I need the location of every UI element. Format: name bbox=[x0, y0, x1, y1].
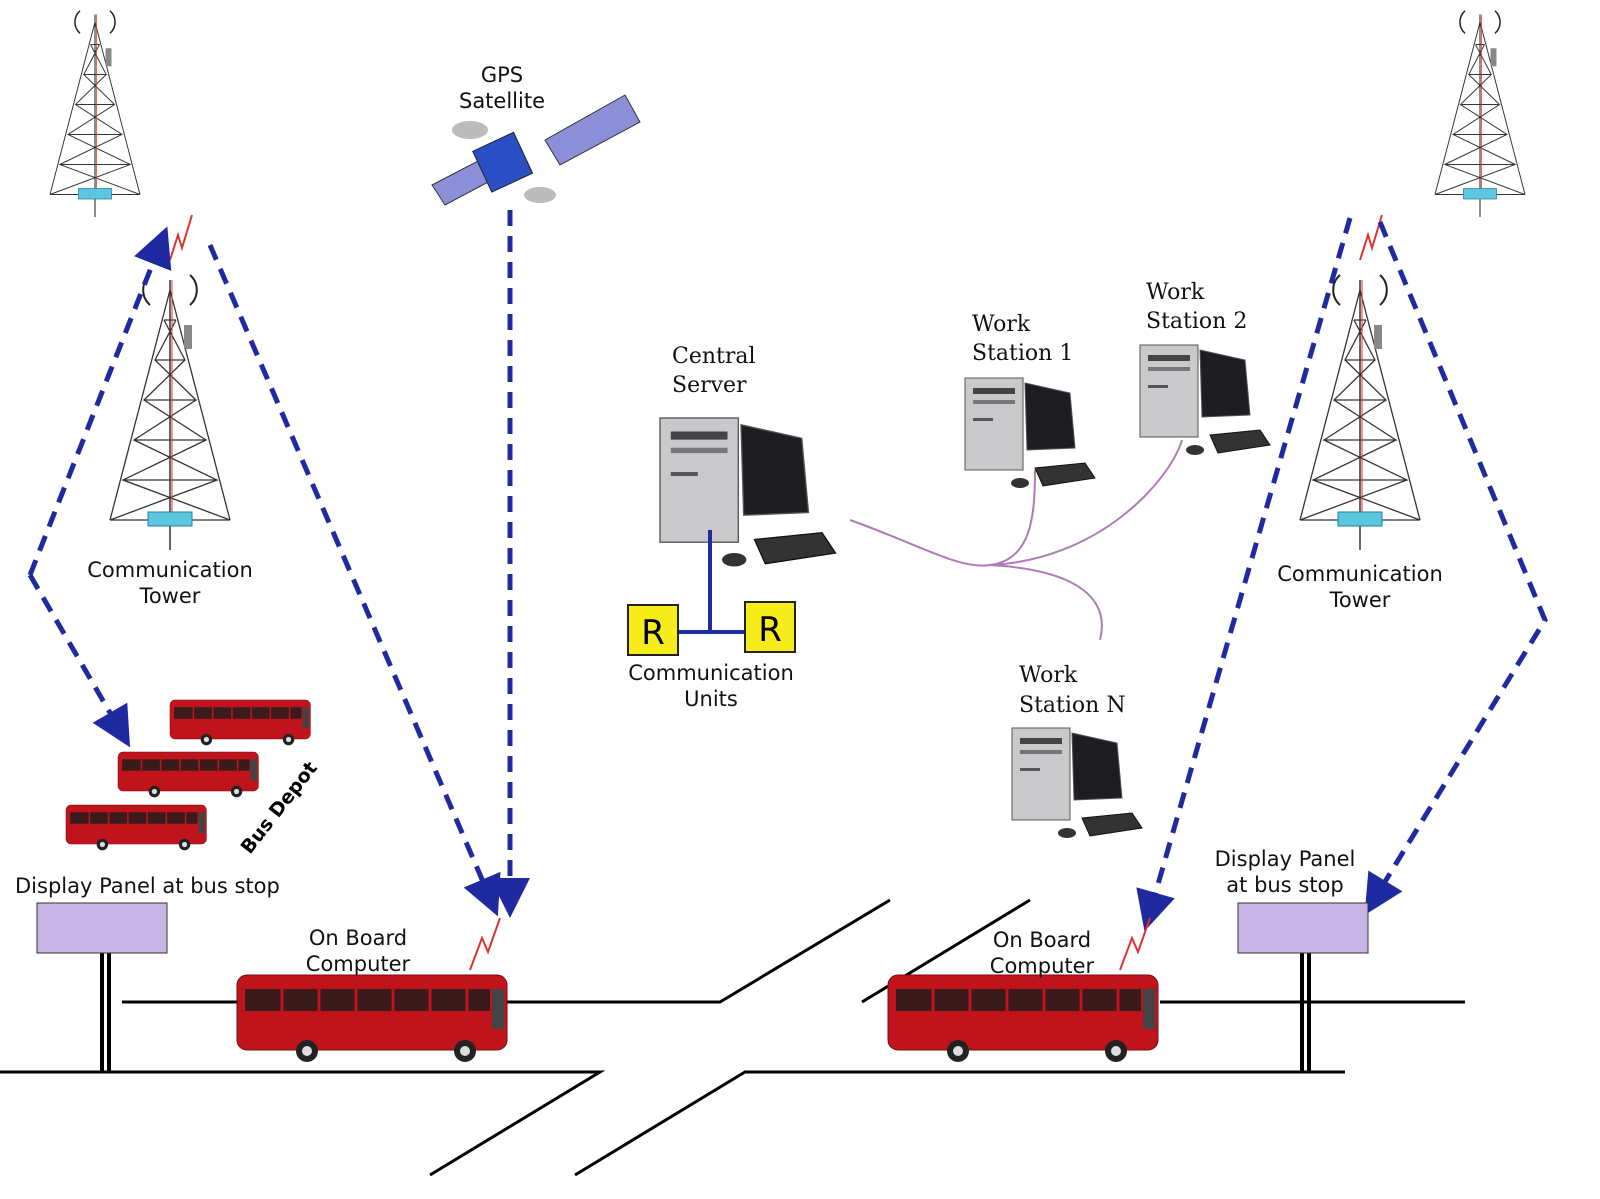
tower-right-label-1: Communication bbox=[1277, 562, 1443, 586]
server-label-2: Server bbox=[672, 373, 747, 398]
bus-right-icon bbox=[886, 973, 1160, 1064]
wsn-label-1: Work bbox=[1019, 663, 1078, 688]
ws1-label-2: Station 1 bbox=[972, 341, 1073, 366]
ws2-label-2: Station 2 bbox=[1146, 309, 1247, 334]
display-right-label-1: Display Panel bbox=[1215, 847, 1356, 871]
tower-left-label-2: Tower bbox=[139, 584, 201, 608]
display-panel-right bbox=[1237, 902, 1369, 1073]
comm-units-label-1: Communication bbox=[628, 661, 794, 685]
tower-left-label-1: Communication bbox=[87, 558, 253, 582]
tower-right-label-2: Tower bbox=[1329, 588, 1391, 612]
display-left-label: Display Panel at bus stop bbox=[15, 874, 280, 898]
onboard-left-label-1: On Board bbox=[309, 926, 407, 950]
display-panel-left bbox=[36, 902, 168, 1073]
server-label-1: Central bbox=[672, 344, 756, 369]
wireless-links bbox=[27, 210, 1548, 932]
bus-left-icon bbox=[235, 973, 509, 1064]
workstation-2-icon bbox=[1139, 344, 1271, 456]
communication-tower-left-icon bbox=[109, 214, 231, 551]
wsn-label-2: Station N bbox=[1019, 693, 1126, 718]
gps-label-1: GPS bbox=[481, 63, 523, 87]
antenna-signal-icon bbox=[1119, 917, 1151, 971]
workstation-1-icon bbox=[964, 377, 1096, 489]
communication-tower-right-icon bbox=[1299, 214, 1421, 551]
ws1-label-1: Work bbox=[972, 312, 1031, 337]
tower-icon-small-right bbox=[1434, 0, 1526, 218]
onboard-left-label-2: Computer bbox=[306, 952, 411, 976]
workstation-n-icon bbox=[1011, 727, 1143, 839]
communication-units: R R bbox=[627, 530, 796, 656]
antenna-signal-icon bbox=[469, 917, 501, 971]
display-right-label-2: at bus stop bbox=[1226, 873, 1343, 897]
central-server-icon bbox=[659, 417, 837, 568]
onboard-right-label-1: On Board bbox=[993, 928, 1091, 952]
ws2-label-1: Work bbox=[1146, 280, 1205, 305]
lan-cables bbox=[849, 439, 1183, 641]
gps-satellite-icon bbox=[431, 94, 641, 206]
gps-label-2: Satellite bbox=[459, 89, 545, 113]
comm-units-label-2: Units bbox=[684, 687, 738, 711]
r-unit-left: R bbox=[641, 613, 665, 653]
r-unit-right: R bbox=[758, 610, 782, 650]
onboard-right-label-2: Computer bbox=[990, 954, 1095, 978]
tower-icon-small-left bbox=[49, 0, 141, 218]
